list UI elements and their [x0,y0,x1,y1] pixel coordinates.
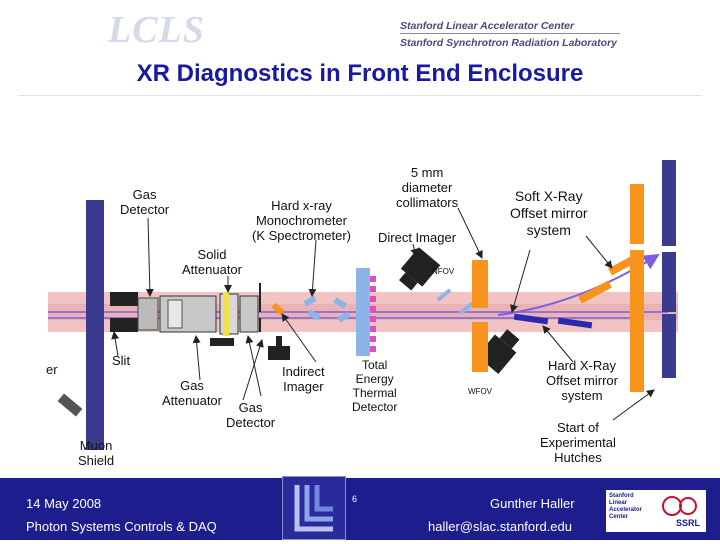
arrow-icon [410,243,419,257]
lcls-badge-logo [282,476,346,540]
gas-detector-1 [137,297,159,331]
arrow-icon [145,217,154,297]
gas-attenuator-cell [167,299,183,329]
mono-crystal-4 [337,311,351,323]
label-wfov: WFOV [468,387,492,396]
ssrl-badge-logo: Stanford Linear Accelerator Center SSRL [606,490,706,532]
collimator-upper [472,260,488,308]
nfov-mirror [436,288,452,302]
header-rule [400,33,620,34]
arrow-icon [242,339,264,401]
hutch-wall-orange-1 [630,184,644,244]
arrow-icon [612,389,655,421]
muon-shield [86,200,104,450]
upstream-element [57,393,83,417]
nfov-camera-icon [399,247,441,291]
tetd-sensor [370,276,376,282]
org-line-1: Stanford Linear Accelerator Center [400,20,575,32]
arrow-icon [542,325,574,363]
solid-attenuator-foil [223,292,229,336]
org-line-2: Stanford Synchrotron Radiation Laborator… [400,37,618,49]
label-er: er [46,362,58,377]
front-end-enclosure-diagram [48,160,678,450]
ssrl-badge-text: Stanford Linear Accelerator Center [609,493,643,520]
footer-date: 14 May 2008 [26,496,102,511]
slit-block-bottom [110,318,138,332]
arrow-icon [510,249,531,313]
label-direct-imager: Direct Imager [378,230,457,245]
hutch-wall-blue-3 [662,314,676,378]
arrow-icon [308,239,317,297]
arrow-icon [111,331,120,357]
tetd-sensor [370,316,376,322]
tetd-sensor [370,306,376,312]
arrow-icon [192,335,201,381]
mono-crystal-3 [333,297,347,309]
indirect-imager-screen [271,302,285,316]
arrow-icon [245,335,262,397]
hutch-wall-blue-2 [662,252,676,312]
indirect-imager-camera [268,346,290,360]
attenuator-stand [210,338,234,346]
footer-author: Gunther Haller [490,496,575,511]
tetd-sensor [370,286,376,292]
indirect-imager-lens [276,336,282,346]
mono-crystal-2 [307,309,321,321]
label-nfov: NFOV [432,267,455,276]
arrow-icon [585,235,613,269]
soft-xray-mirror-1 [578,280,612,304]
arrow-icon [457,207,483,259]
mono-crystal-1 [303,295,317,307]
lcls-logo: LCLS [108,9,205,51]
arrow-icon [281,313,317,363]
label-slit: Slit [112,353,131,368]
tetd-sensor [370,296,376,302]
ssrl-badge-tag: SSRL [676,518,701,528]
page-title: XR Diagnostics in Front End Enclosure [136,60,584,87]
gas-detector-2 [239,295,259,333]
collimator-lower [472,322,488,372]
tetd-sensor [370,336,376,342]
total-energy-detector [356,268,370,356]
footer-email[interactable]: haller@slac.stanford.edu [428,519,572,534]
footer-bar [0,478,720,540]
hard-xray-mirror-1 [513,313,549,325]
hutch-wall-orange-3 [630,310,644,392]
hutch-wall-blue-1 [662,160,676,246]
footer-project: Photon Systems Controls & DAQ [26,519,217,534]
hard-xray-mirror-2 [557,317,593,329]
slit-block-top [110,292,138,306]
title-divider [18,95,702,96]
tetd-sensor [370,326,376,332]
hutch-wall-orange-2 [630,250,644,318]
slide-number: 6 [352,494,358,504]
tetd-sensor [370,346,376,352]
